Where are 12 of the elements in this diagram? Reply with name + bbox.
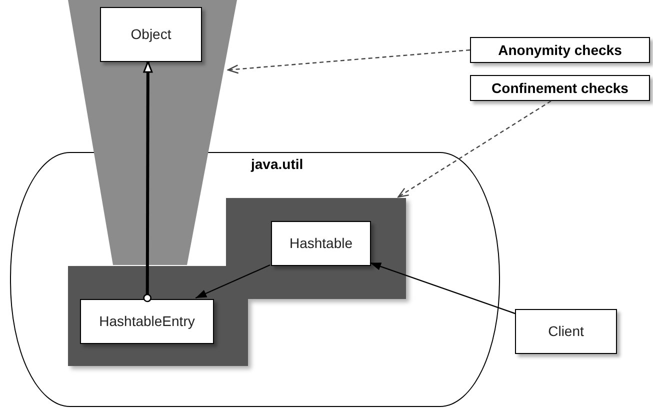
note-box: Anonymity checks [470,37,650,63]
class-box: Object [100,7,202,62]
package-name: java.util [251,156,304,172]
class-box: Hashtable [271,221,371,266]
arrow [370,262,516,314]
arrow [143,61,153,302]
dashed-arrow [227,49,470,74]
dashed-arrow [398,100,552,198]
class-box: HashtableEntry [80,299,214,344]
note-box: Confinement checks [470,75,650,101]
arrow [195,264,270,299]
class-box: Client [515,309,617,354]
